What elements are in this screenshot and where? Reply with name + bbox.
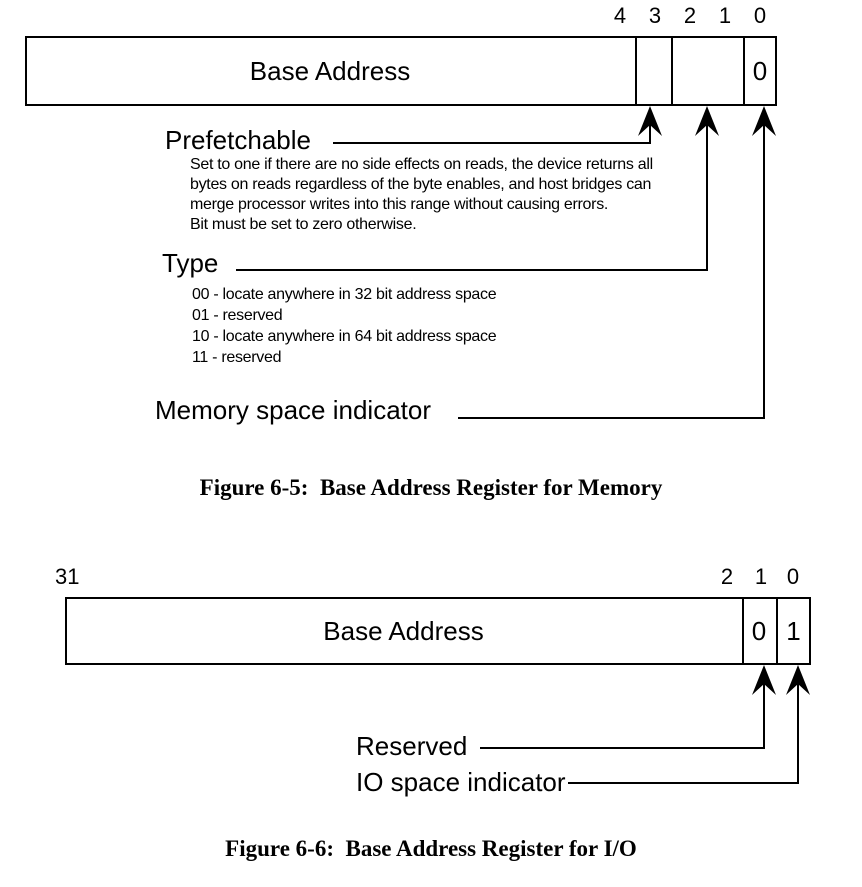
prefetchable-connector-horizontal xyxy=(333,142,651,144)
io-divider-bit0 xyxy=(776,597,778,665)
io-divider-bit1 xyxy=(742,597,744,665)
io-bit1-value: 0 xyxy=(751,615,767,646)
reserved-connector-horizontal xyxy=(480,747,765,749)
mem-bit-label-4: 4 xyxy=(613,3,627,28)
io-bit-label-0: 0 xyxy=(786,564,800,589)
type-connector-horizontal xyxy=(236,269,708,271)
io-bit-label-1: 1 xyxy=(754,564,768,589)
type-connector-vertical xyxy=(706,125,708,271)
memory-space-connector-vertical xyxy=(763,125,765,419)
io-base-address-field: Base Address xyxy=(323,615,484,646)
prefetchable-connector-vertical xyxy=(649,125,651,144)
memory-register-box xyxy=(25,36,777,106)
mem-bit-label-3: 3 xyxy=(648,3,662,28)
prefetchable-arrow-up-icon xyxy=(638,106,662,136)
type-option-10: 10 - locate anywhere in 64 bit address s… xyxy=(192,328,497,345)
memory-space-arrow-up-icon xyxy=(752,106,776,136)
prefetchable-label: Prefetchable xyxy=(165,125,311,155)
type-label: Type xyxy=(162,248,219,278)
io-bit-label-31: 31 xyxy=(55,564,80,589)
reserved-connector-vertical xyxy=(763,684,765,749)
figure-6-5-caption: Figure 6-5: Base Address Register for Me… xyxy=(199,475,663,500)
type-arrow-up-icon xyxy=(695,106,719,136)
io-space-connector-horizontal xyxy=(568,782,799,784)
prefetchable-description-line-3: merge processor writes into this range w… xyxy=(190,196,609,213)
mem-divider-bit3 xyxy=(635,36,637,106)
mem-bit-label-1: 1 xyxy=(718,3,732,28)
figure-6-6-caption: Figure 6-6: Base Address Register for I/… xyxy=(225,836,637,861)
type-option-11: 11 - reserved xyxy=(192,349,282,366)
mem-divider-bit0 xyxy=(743,36,745,106)
prefetchable-description-line-4: Bit must be set to zero otherwise. xyxy=(190,216,417,233)
type-option-00: 00 - locate anywhere in 32 bit address s… xyxy=(192,286,497,303)
mem-divider-type xyxy=(671,36,673,106)
reserved-arrow-up-icon xyxy=(752,665,776,695)
io-bit0-value: 1 xyxy=(786,615,801,646)
memory-space-connector-horizontal xyxy=(458,417,765,419)
io-bit-label-2: 2 xyxy=(720,564,734,589)
mem-base-address-field: Base Address xyxy=(249,55,411,86)
mem-bit0-value: 0 xyxy=(752,55,768,86)
io-space-indicator-label: IO space indicator xyxy=(356,767,566,797)
reserved-label: Reserved xyxy=(356,731,468,761)
io-register-box xyxy=(65,597,811,665)
mem-bit-label-2: 2 xyxy=(683,3,697,28)
prefetchable-description-line-1: Set to one if there are no side effects … xyxy=(190,156,653,173)
memory-space-indicator-label: Memory space indicator xyxy=(155,395,431,425)
prefetchable-description-line-2: bytes on reads regardless of the byte en… xyxy=(190,176,652,193)
io-space-connector-vertical xyxy=(797,684,799,784)
io-space-arrow-up-icon xyxy=(786,665,810,695)
mem-bit-label-0: 0 xyxy=(753,3,767,28)
type-option-01: 01 - reserved xyxy=(192,307,283,324)
